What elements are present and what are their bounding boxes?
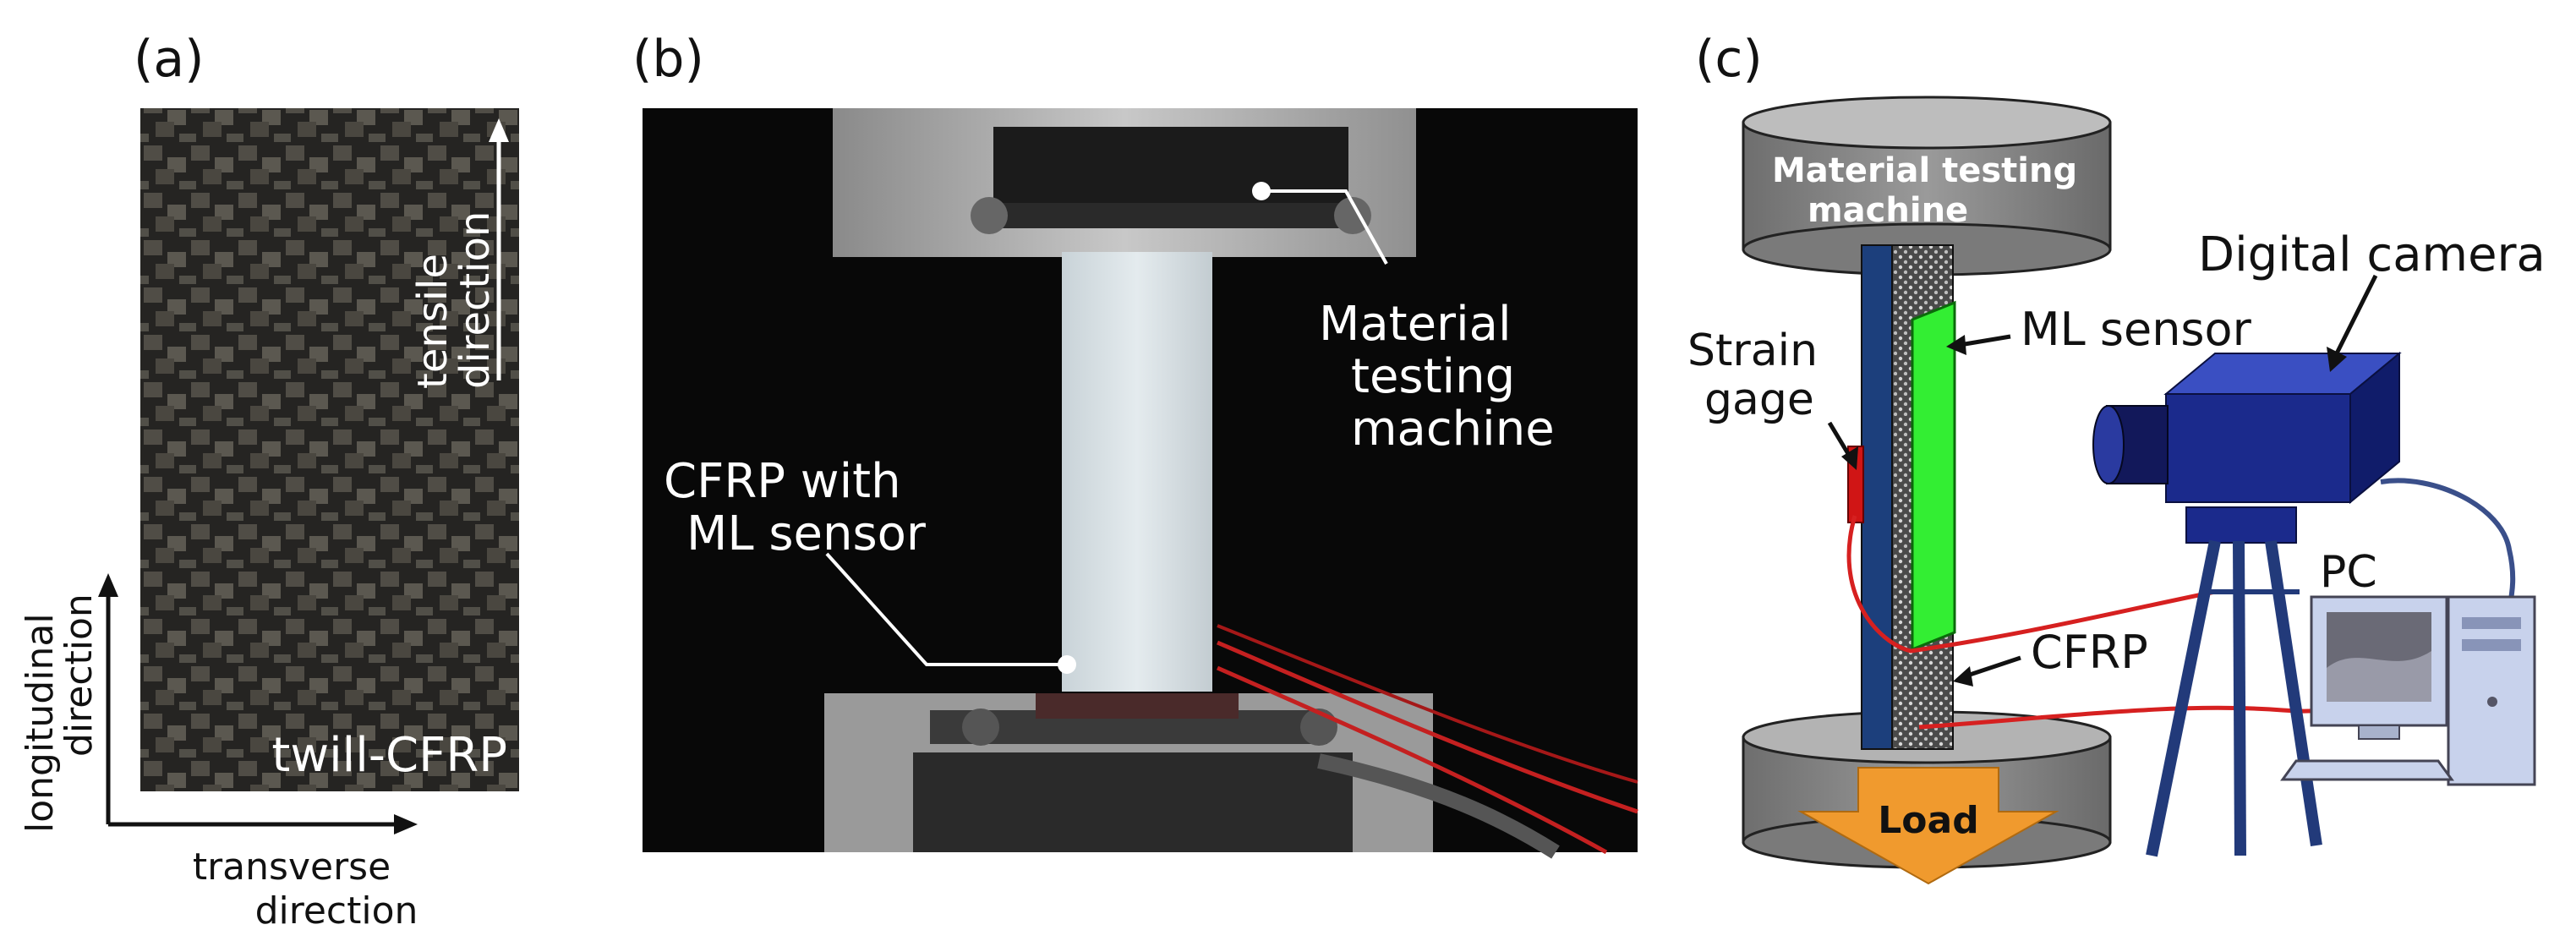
ml-sensor-label: ML sensor [2021, 303, 2252, 356]
panel-a: (a) tensile direction twill-CFRP longitu… [19, 30, 519, 933]
panel-c-label: (c) [1695, 30, 1763, 89]
transverse-label-2: direction [255, 889, 418, 933]
cfrp-label: CFRP [2031, 626, 2148, 679]
specimen-label-1: CFRP with [664, 454, 901, 509]
strain-gage-label-2: gage [1704, 375, 1814, 425]
tensile-label-1: tensile [409, 254, 457, 389]
camera-cable [2380, 478, 2516, 610]
cfrp-pointer [1964, 655, 2021, 679]
strain-gage-pointer [1827, 421, 1852, 458]
pc-icon [2280, 595, 2536, 786]
load-arrow [1797, 767, 2059, 885]
transverse-label-1: transverse [193, 845, 391, 889]
cfrp-plate-edge [1861, 244, 1893, 750]
gage-cable [1846, 515, 2216, 654]
machine-label-2: testing [1351, 349, 1515, 404]
ml-sensor [1911, 300, 1956, 652]
strain-gage-label-1: Strain [1687, 326, 1818, 376]
panel-c: (c) Material testing machine Load [1687, 30, 2546, 885]
pc-label: PC [2320, 547, 2377, 598]
machine-label-1: Material [1319, 297, 1512, 352]
tripod [2146, 506, 2322, 857]
longitudinal-label-2: direction [57, 594, 101, 757]
machine-c-label-2: machine [1808, 191, 1968, 230]
camera-pointer [2334, 274, 2378, 355]
material-label: twill-CFRP [271, 728, 507, 783]
ml-sensor-pointer [1959, 334, 2011, 347]
cfrp-specimen [1062, 252, 1212, 692]
specimen-label-2: ML sensor [686, 506, 927, 561]
specimen-callout-line [825, 552, 1067, 666]
longitudinal-label-1: longitudinal [19, 613, 62, 833]
machine-c-label-1: Material testing [1772, 151, 2077, 190]
panel-a-label: (a) [134, 30, 205, 89]
panel-b: (b) Material testing machine CFRP with M… [632, 30, 1638, 859]
load-label: Load [1878, 799, 1978, 842]
camera-icon [2092, 351, 2402, 505]
cfrp-photo [140, 108, 519, 791]
panel-b-label: (b) [632, 30, 704, 89]
tensile-label-2: direction [451, 211, 499, 389]
machine-label-3: machine [1351, 402, 1555, 457]
camera-label: Digital camera [2198, 227, 2546, 282]
machine-callout-line [1261, 189, 1388, 265]
